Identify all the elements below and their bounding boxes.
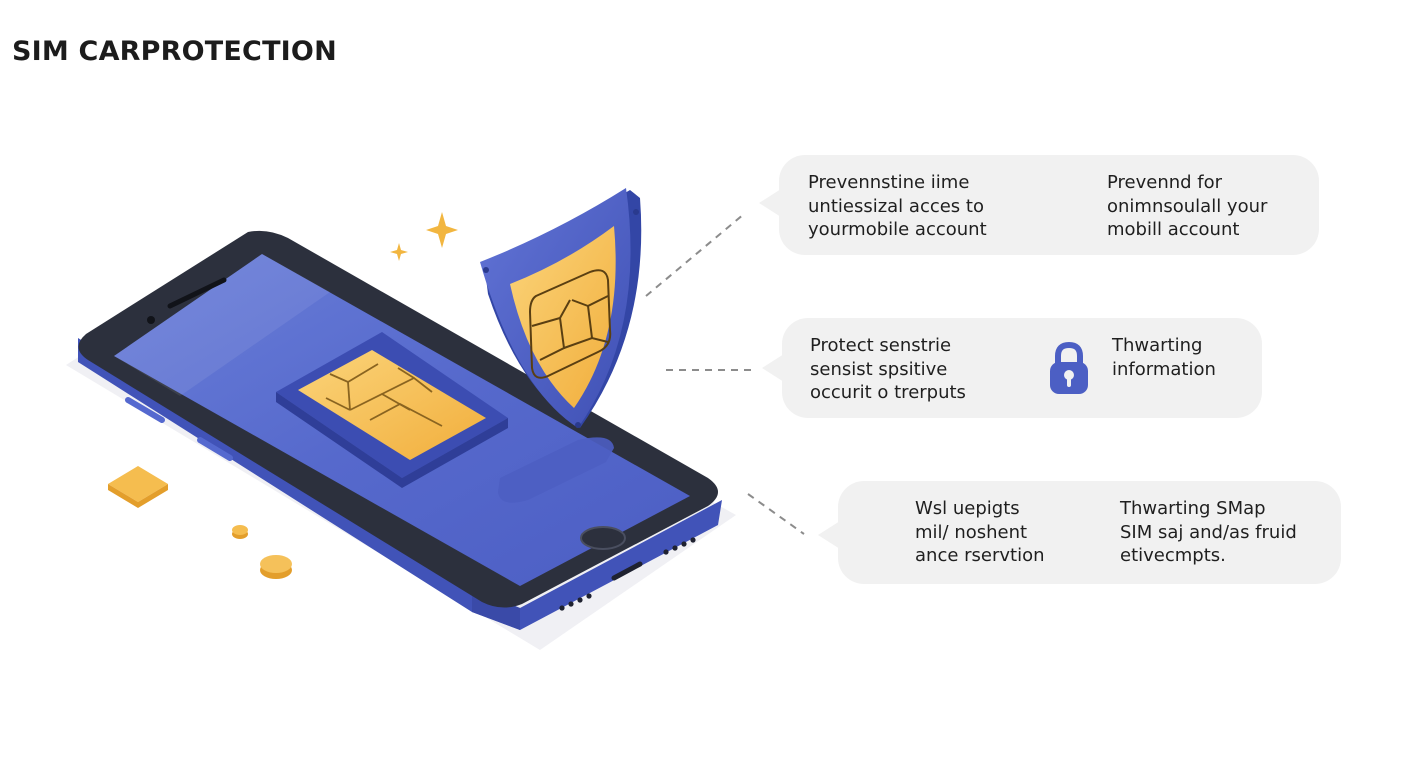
callout-line: information <box>1112 358 1216 380</box>
callout-line: ance rservtion <box>915 545 1045 566</box>
callout-2: Protect senstrie sensist spsitive occuri… <box>762 318 1262 418</box>
callout-line: SIM saj and/as fruid <box>1120 521 1297 543</box>
coin-icon <box>232 525 292 579</box>
shield-icon <box>480 188 642 428</box>
callout-line: Wsl uepigts <box>915 498 1020 519</box>
callout-line: mil/ noshent <box>915 521 1028 543</box>
callout-1: Prevennstine iime untiessizal acces to y… <box>759 155 1319 255</box>
callout-1-right: Prevennd for onimnsoulall your mobill ac… <box>1107 171 1267 242</box>
callout-line: Prevennd for <box>1107 172 1223 193</box>
sparkle-icon <box>390 212 458 261</box>
callout-line: etivecmpts. <box>1120 545 1226 566</box>
callout-3-left: Wsl uepigts mil/ noshent ance rservtion <box>915 497 1045 568</box>
callout-3-right: Thwarting SMap SIM saj and/as fruid etiv… <box>1120 497 1297 568</box>
callout-1-left: Prevennstine iime untiessizal acces to y… <box>808 171 987 242</box>
connector-lines <box>645 213 805 535</box>
callout-line: untiessizal acces to <box>808 195 984 217</box>
gold-tile <box>108 466 168 508</box>
callout-3: Wsl uepigts mil/ noshent ance rservtion … <box>818 481 1341 584</box>
callout-line: mobill account <box>1107 219 1240 240</box>
lock-icon <box>1050 341 1088 394</box>
callout-line: occurit o trerputs <box>810 382 966 403</box>
sim-chip-icon <box>276 332 508 488</box>
callout-line: Protect senstrie <box>810 335 952 356</box>
callout-line: Prevennstine iime <box>808 172 970 193</box>
callout-2-left: Protect senstrie sensist spsitive occuri… <box>810 334 966 405</box>
callout-line: sensist spsitive <box>810 358 948 380</box>
callout-line: Thwarting <box>1112 335 1203 356</box>
callout-2-right: Thwarting information <box>1112 334 1216 381</box>
callout-line: Thwarting SMap <box>1120 498 1266 519</box>
callout-line: yourmobile account <box>808 219 987 240</box>
page-title: SIM CARPROTECTION <box>12 36 337 67</box>
callout-line: onimnsoulall your <box>1107 195 1268 217</box>
